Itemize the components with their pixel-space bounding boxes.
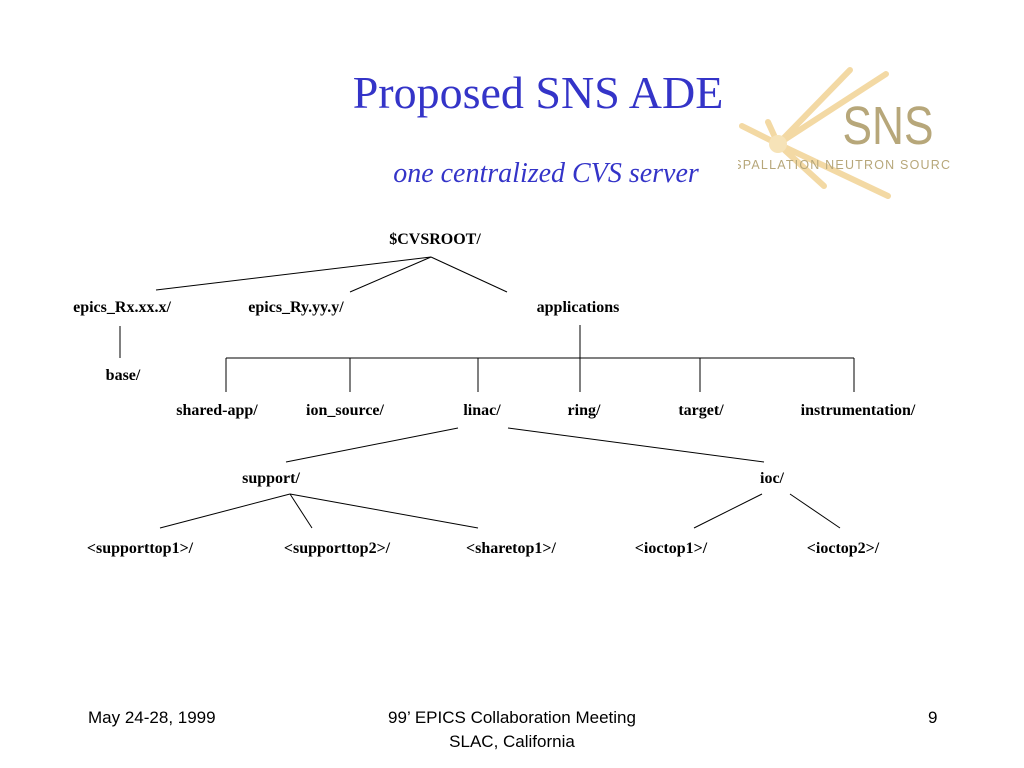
connector-support-top1 [159,493,291,529]
cvsroot-node: $CVSROOT/ [389,231,481,248]
logo-wordmark: SNS [842,96,933,156]
ion-source-node: ion_source/ [306,402,384,419]
logo-tagline: SPALLATION NEUTRON SOURCE [738,158,952,172]
footer-date: May 24-28, 1999 [88,708,216,727]
base-node: base/ [105,367,141,384]
sns-logo: SNS SPALLATION NEUTRON SOURCE [738,67,952,199]
page-number: 9 [928,708,938,727]
connector-root-rx [155,256,432,291]
supporttop1-node: <supporttop1>/ [86,540,194,557]
epics-rx-node: epics_Rx.xx.x/ [73,299,171,316]
linac-node: linac/ [463,402,501,419]
slide-subtitle: one centralized CVS server [393,158,699,189]
connector-ioc-top1 [693,493,763,529]
slide-title: Proposed SNS ADE [352,67,724,118]
connector-support-share [289,493,479,529]
connector-root-apps [430,256,508,293]
instrumentation-node: instrumentation/ [800,402,916,419]
ioc-node: ioc/ [760,470,784,487]
connector-support-top2 [289,493,313,529]
connector-linac-ioc [507,427,765,463]
connector-ioc-top2 [789,493,841,529]
sharetop1-node: <sharetop1>/ [466,540,556,557]
connector-linac-support [285,427,459,463]
target-node: target/ [678,402,724,419]
applications-node: applications [536,299,620,316]
footer-event: 99’ EPICS Collaboration Meeting [388,708,636,727]
connector-root-ry [349,256,432,293]
ioctop1-node: <ioctop1>/ [634,540,708,557]
support-node: support/ [242,470,300,487]
footer-location: SLAC, California [449,732,575,751]
ioctop2-node: <ioctop2>/ [806,540,880,557]
supporttop2-node: <supporttop2>/ [283,540,391,557]
shared-app-node: shared-app/ [176,402,258,419]
ring-node: ring/ [567,402,601,419]
epics-ry-node: epics_Ry.yy.y/ [248,299,344,316]
